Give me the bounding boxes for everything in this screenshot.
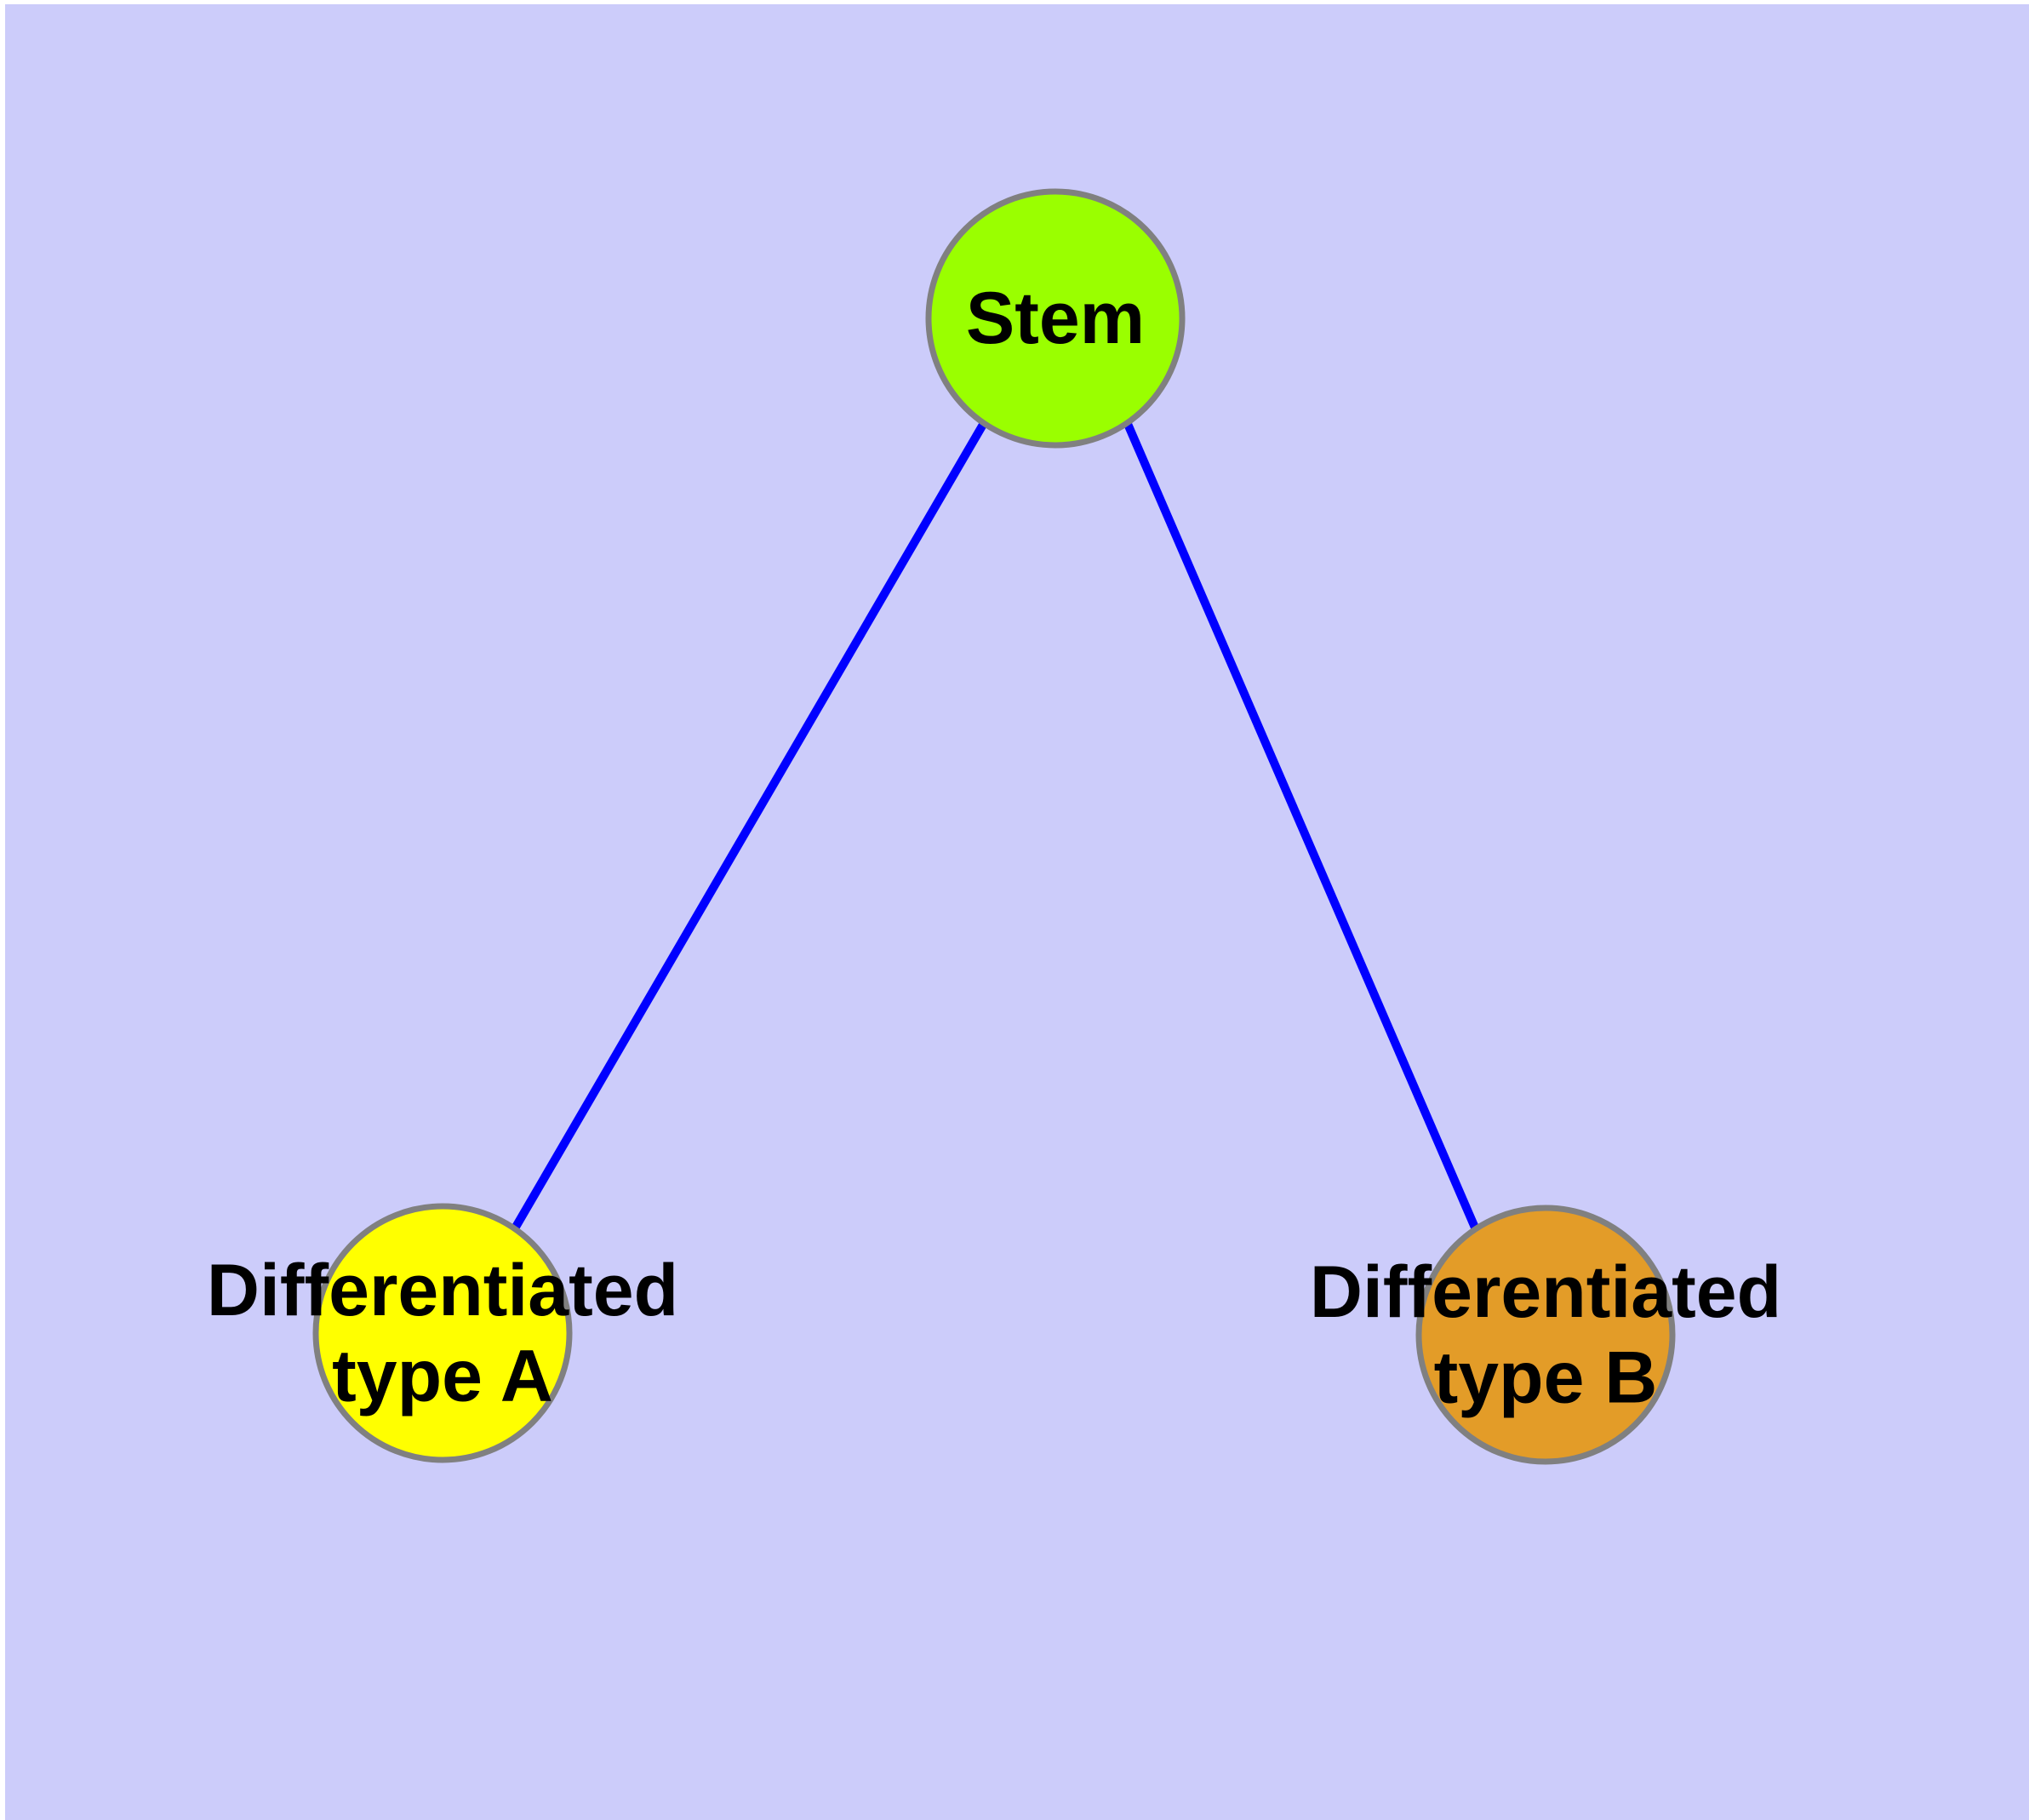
node-differentiated-type-b[interactable] xyxy=(1415,1205,1676,1465)
label-line: type A xyxy=(332,1336,553,1417)
edge-stem-to-differentiated-type-a[interactable] xyxy=(511,421,988,1231)
node-stem[interactable] xyxy=(925,188,1186,449)
node-differentiated-type-a[interactable] xyxy=(312,1203,573,1463)
edge-stem-to-differentiated-type-b[interactable] xyxy=(1123,422,1479,1229)
label-line: type B xyxy=(1434,1337,1658,1419)
node-stem-label: Stem xyxy=(966,278,1145,359)
label-line: Differentiated xyxy=(207,1250,678,1331)
node-differentiated-type-a-circle[interactable] xyxy=(312,1203,573,1463)
node-layer xyxy=(312,188,1676,1465)
label-line: Differentiated xyxy=(1310,1251,1781,1333)
node-stem-circle[interactable] xyxy=(925,188,1186,449)
node-differentiated-type-b-circle[interactable] xyxy=(1415,1205,1676,1465)
label-line: Stem xyxy=(966,278,1145,359)
edge-layer xyxy=(511,421,1479,1231)
